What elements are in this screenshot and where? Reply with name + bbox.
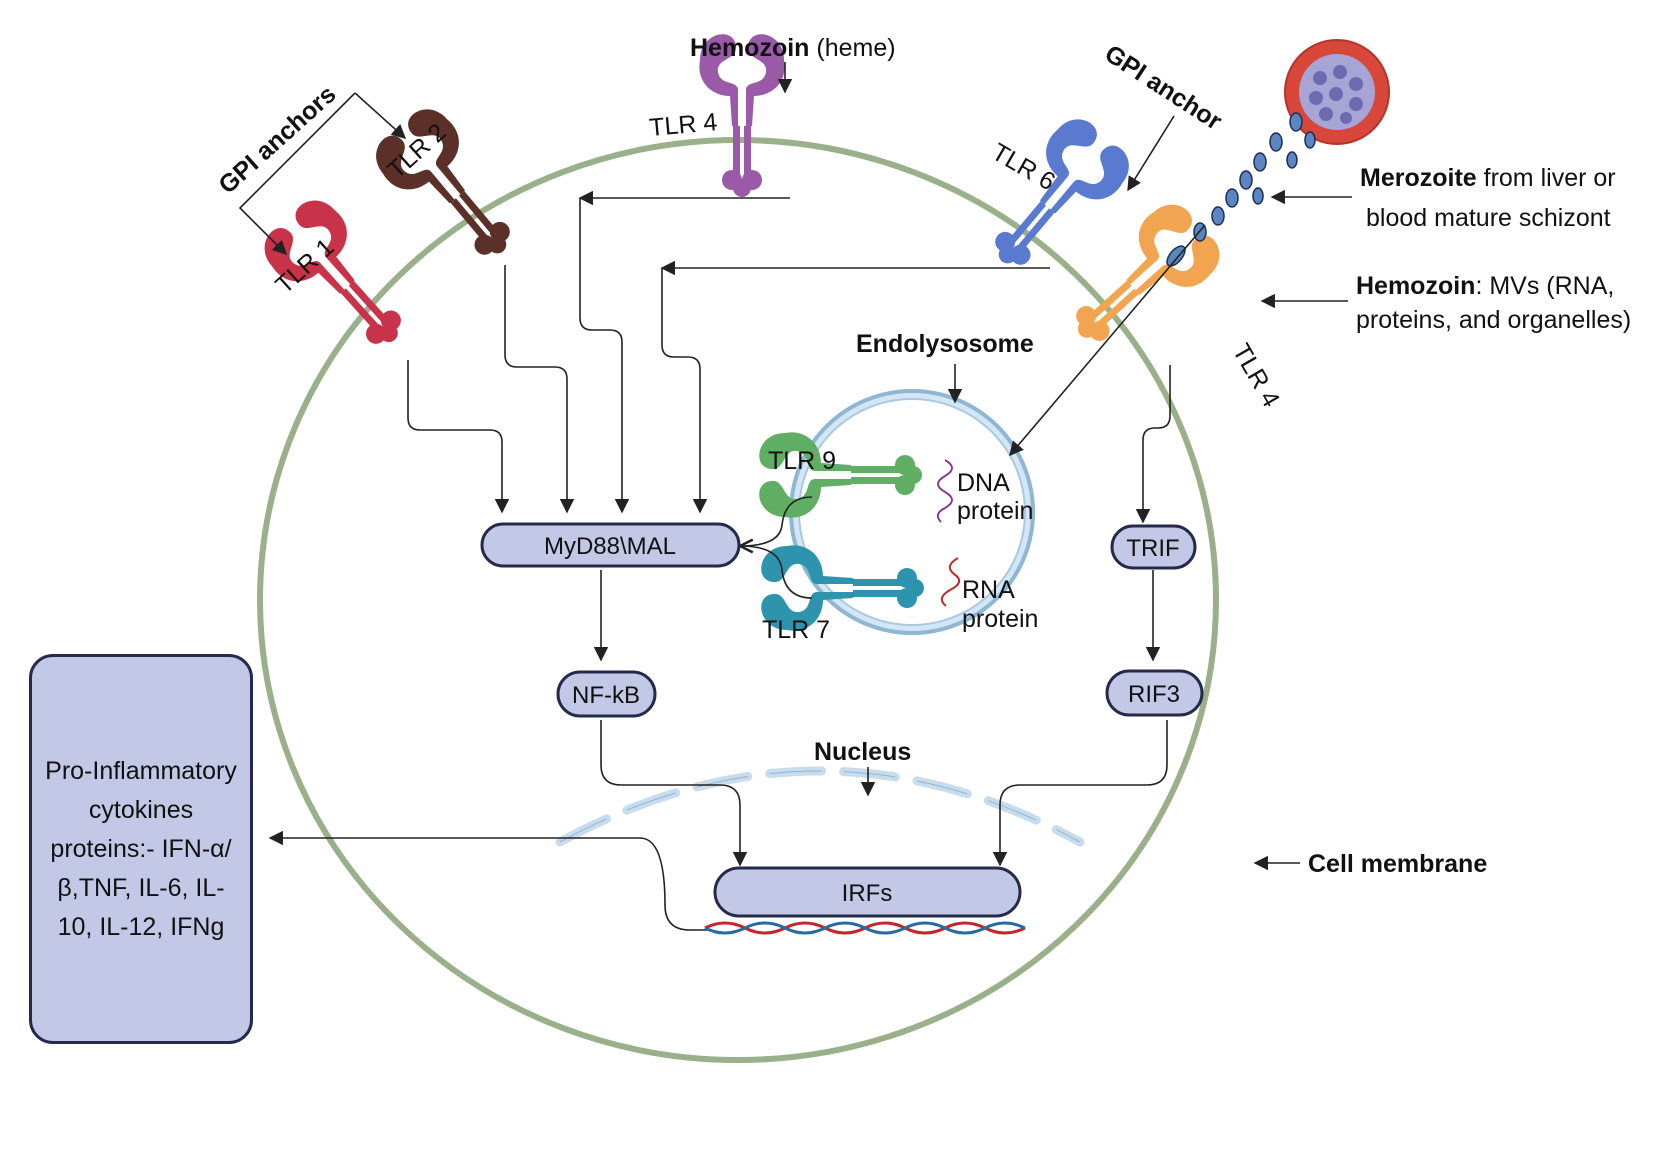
irfs-node: IRFs: [713, 866, 1022, 918]
cell-membrane-label: Cell membrane: [1308, 850, 1487, 878]
endolysosome-label: Endolysosome: [856, 330, 1034, 358]
rna-protein-label: protein: [962, 605, 1038, 633]
tlr4-top-label: TLR 4: [648, 108, 718, 142]
dna-protein-label: protein: [957, 497, 1033, 525]
merozoites: [1166, 112, 1316, 267]
gpi-anchors-label: GPI anchors: [213, 80, 341, 199]
nucleus-label: Nucleus: [814, 738, 911, 766]
hemozoin-right-label-line2: proteins, and organelles): [1356, 306, 1631, 334]
merozoite-label: Merozoite from liver or: [1360, 164, 1616, 192]
rna-label: RNA: [962, 576, 1015, 604]
tlr9-label: TLR 9: [768, 447, 836, 475]
cytokines-box: Pro-Inflammatory cytokines proteins:- IF…: [29, 654, 253, 1044]
cytokines-text: Pro-Inflammatory cytokines proteins:- IF…: [45, 756, 237, 941]
trif-label: TRIF: [1126, 535, 1179, 562]
dna-label: DNA: [957, 469, 1010, 497]
myd88-mal-node: MyD88\MAL: [480, 522, 741, 568]
irfs-label: IRFs: [842, 880, 893, 907]
rif3-node: RIF3: [1105, 669, 1204, 717]
hemozoin-right-label: Hemozoin: MVs (RNA,: [1356, 272, 1614, 300]
merozoite-label-line2: blood mature schizont: [1366, 204, 1611, 232]
trif-node: TRIF: [1110, 524, 1197, 570]
gpi-anchor-label: GPI anchor: [1100, 40, 1227, 136]
cell-membrane: [257, 137, 1219, 1063]
nfkb-node: NF-kB: [556, 670, 657, 718]
tlr7-label: TLR 7: [762, 616, 830, 644]
rif3-label: RIF3: [1128, 681, 1180, 708]
nfkb-label: NF-kB: [572, 682, 640, 709]
hemozoin-top-label: Hemozoin (heme): [690, 34, 896, 62]
tlr4-right-label: TLR 4: [1227, 339, 1285, 412]
schizont-icon: [1284, 39, 1390, 145]
tlr6-receptor: [969, 109, 1140, 289]
dna-ligand: [936, 459, 953, 523]
nuclear-envelope: [555, 766, 1085, 847]
myd88-mal-label: MyD88\MAL: [544, 533, 676, 560]
dna-helix: [704, 921, 1026, 935]
rna-ligand: [940, 557, 961, 607]
